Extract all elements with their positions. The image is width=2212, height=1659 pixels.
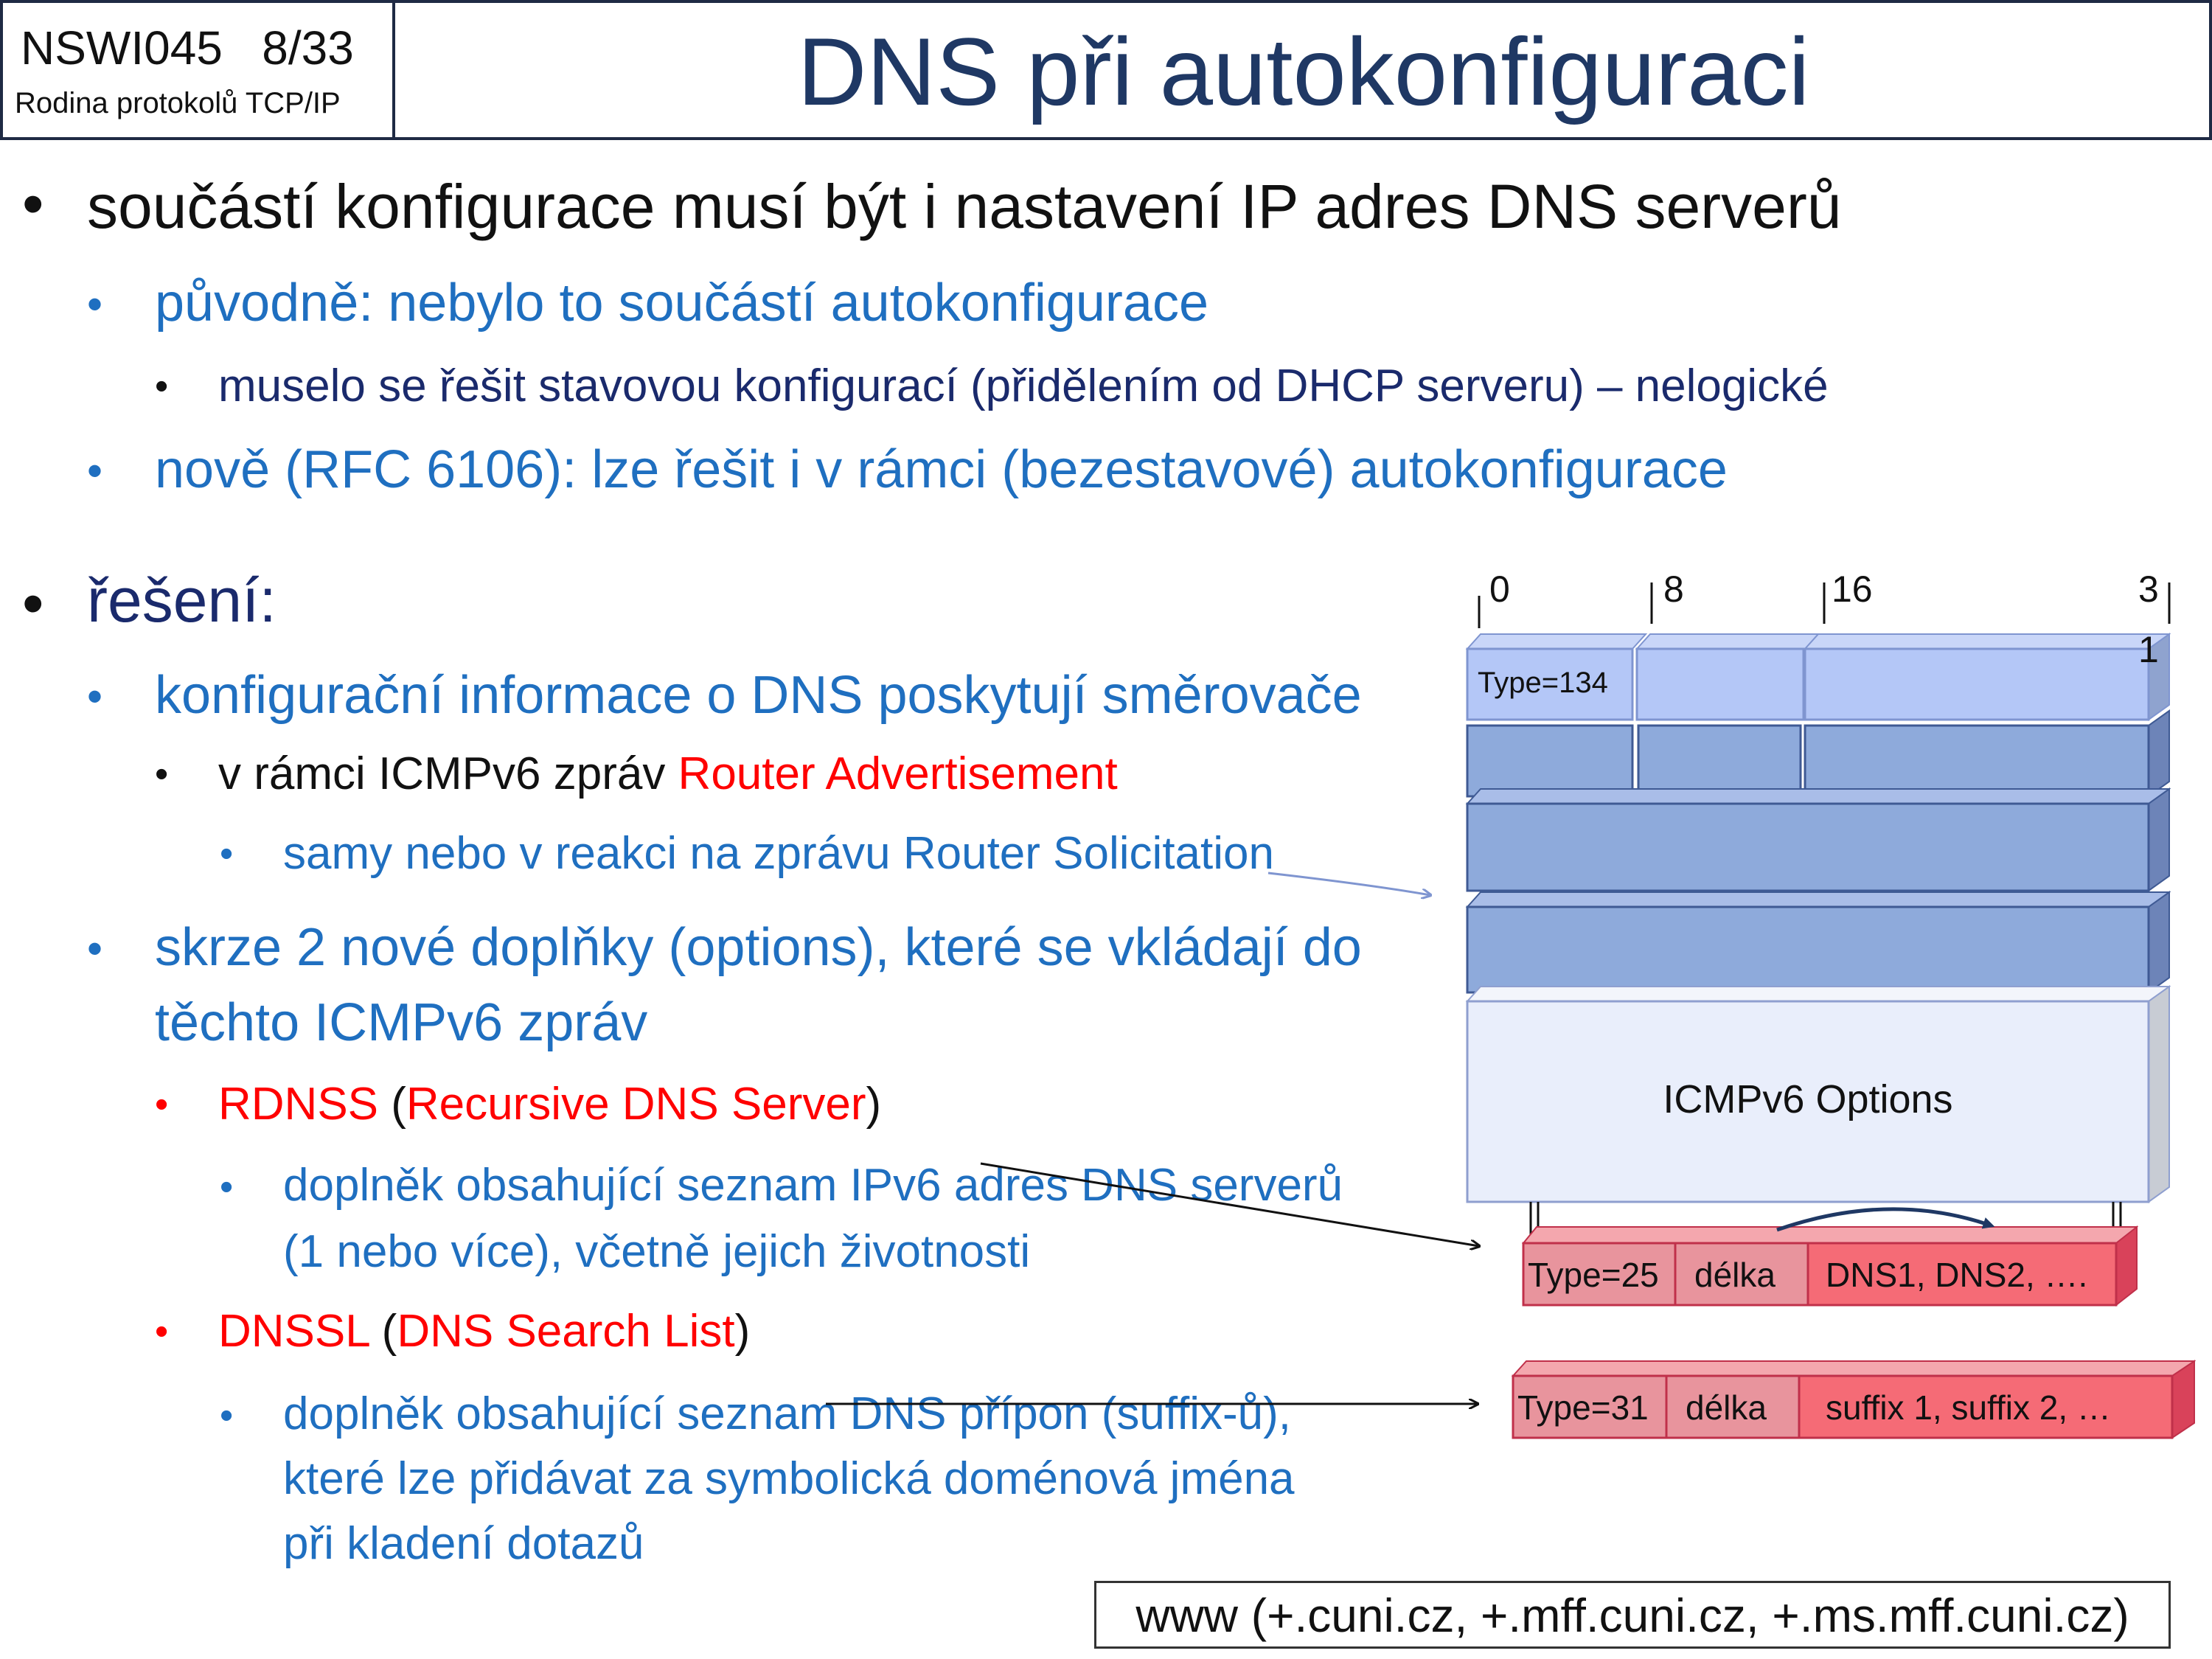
bullet-2-2-line1: skrze 2 nové doplňky (options), které se… [155, 918, 1362, 977]
dnssl-heading: DNSSL (DNS Search List) [218, 1305, 750, 1357]
bullet-1-2: nově (RFC 6106): lze řešit i v rámci (be… [155, 440, 1728, 499]
rdnss-length-cell: délka [1694, 1256, 1775, 1294]
bullet-2-1-1-1: samy nebo v reakci na zprávu Router Soli… [283, 828, 1274, 879]
course-info-box: NSWI045 8/33 Rodina protokolů TCP/IP [0, 0, 395, 140]
bullet-2-1: konfigurační informace o DNS poskytují s… [155, 666, 1362, 725]
bullet-2: řešení: [87, 566, 276, 635]
rdnss-desc-line1: doplněk obsahující seznam IPv6 adres DNS… [283, 1160, 1343, 1211]
rdnss-full-name: Recursive DNS Server [406, 1079, 866, 1130]
bullet-marker: • [87, 446, 103, 495]
bit-label-31-a: 3 [2138, 568, 2159, 610]
bit-ruler [1478, 582, 2171, 628]
bullet-2-1-1: v rámci ICMPv6 zpráv Router Advertisemen… [218, 748, 1118, 800]
router-solicitation-arrow [1267, 872, 1430, 895]
dnssl-full-name: DNS Search List [397, 1306, 735, 1357]
header-row-4 [1465, 891, 2171, 994]
dnssl-desc-line1: doplněk obsahující seznam DNS přípon (su… [283, 1388, 1291, 1439]
rdnss-desc-line2: (1 nebo více), včetně jejich životnosti [283, 1226, 1031, 1277]
bullet-marker: • [22, 169, 44, 238]
bullet-marker: • [155, 365, 169, 408]
bullet-1: součástí konfigurace musí být i nastaven… [87, 172, 1842, 241]
dns-list-curved-arrow [1776, 1207, 1995, 1232]
dnssl-option-box [1511, 1360, 2197, 1439]
bullet-1-1-1: muselo se řešit stavovou konfigurací (př… [218, 361, 1829, 411]
header-row [1465, 633, 2171, 721]
dnssl-type-cell: Type=31 [1517, 1388, 1649, 1427]
dnssl-paren-open: ( [369, 1306, 397, 1357]
slide-number: 8/33 [262, 21, 354, 74]
icmpv6-options-block [1465, 985, 2171, 1203]
rdnss-type-cell: Type=25 [1528, 1256, 1659, 1294]
dnssl-paren-close: ) [734, 1306, 751, 1357]
course-code: NSWI045 [21, 21, 223, 74]
bit-label-8: 8 [1663, 568, 1684, 610]
rdnss-heading: RDNSS (Recursive DNS Server) [218, 1078, 881, 1130]
rdnss-paren-open: ( [378, 1079, 406, 1130]
bullet-marker: • [220, 1394, 234, 1437]
rdnss-option-box [1521, 1225, 2139, 1307]
rdnss-arrow [980, 1162, 1479, 1246]
bullet-marker: • [220, 1166, 234, 1208]
icmpv6-options-label: ICMPv6 Options [1663, 1077, 1953, 1121]
bit-label-31-b: 1 [2138, 629, 2159, 670]
bullet-marker: • [87, 279, 103, 329]
bullet-marker: • [155, 753, 169, 796]
header-row-2 [1466, 709, 2170, 798]
bullet-marker: • [87, 924, 103, 973]
type-134-cell: Type=134 [1478, 667, 1608, 699]
dnssl-desc-line3: při kladení dotazů [283, 1518, 644, 1569]
bullet-marker: • [155, 1310, 169, 1353]
rdnss-paren-close: ) [866, 1079, 882, 1130]
bullet-marker: • [220, 832, 234, 875]
rdnss-servers-cell: DNS1, DNS2, …. [1826, 1256, 2088, 1294]
bullet-1-1: původně: nebylo to součástí autokonfigur… [155, 274, 1208, 333]
dnssl-suffixes-cell: suffix 1, suffix 2, … [1826, 1388, 2111, 1427]
bit-label-0: 0 [1489, 568, 1510, 610]
dnssl-length-cell: délka [1686, 1388, 1767, 1427]
footer-example-box: www (+.cuni.cz, +.mff.cuni.cz, +.ms.mff.… [1094, 1581, 2171, 1649]
dnssl-name: DNSSL [218, 1306, 369, 1357]
bullet-2-2-line2: těchto ICMPv6 zpráv [155, 993, 648, 1052]
bullet-marker: • [155, 1083, 169, 1126]
bullet-marker: • [22, 568, 44, 638]
header-row-3 [1465, 787, 2171, 892]
bullet-2-1-1-text: v rámci ICMPv6 zpráv [218, 748, 678, 799]
course-name: Rodina protokolů TCP/IP [15, 87, 341, 119]
page-title: DNS při autokonfiguraci [797, 18, 1810, 125]
bullet-marker: • [87, 672, 103, 721]
slide-header [0, 0, 2212, 140]
rdnss-name: RDNSS [218, 1079, 379, 1130]
bit-label-16: 16 [1832, 568, 1873, 610]
dnssl-desc-line2: které lze přidávat za symbolická doménov… [283, 1453, 1295, 1504]
course-code-line: NSWI045 8/33 [21, 21, 354, 75]
router-advertisement-term: Router Advertisement [678, 748, 1118, 799]
